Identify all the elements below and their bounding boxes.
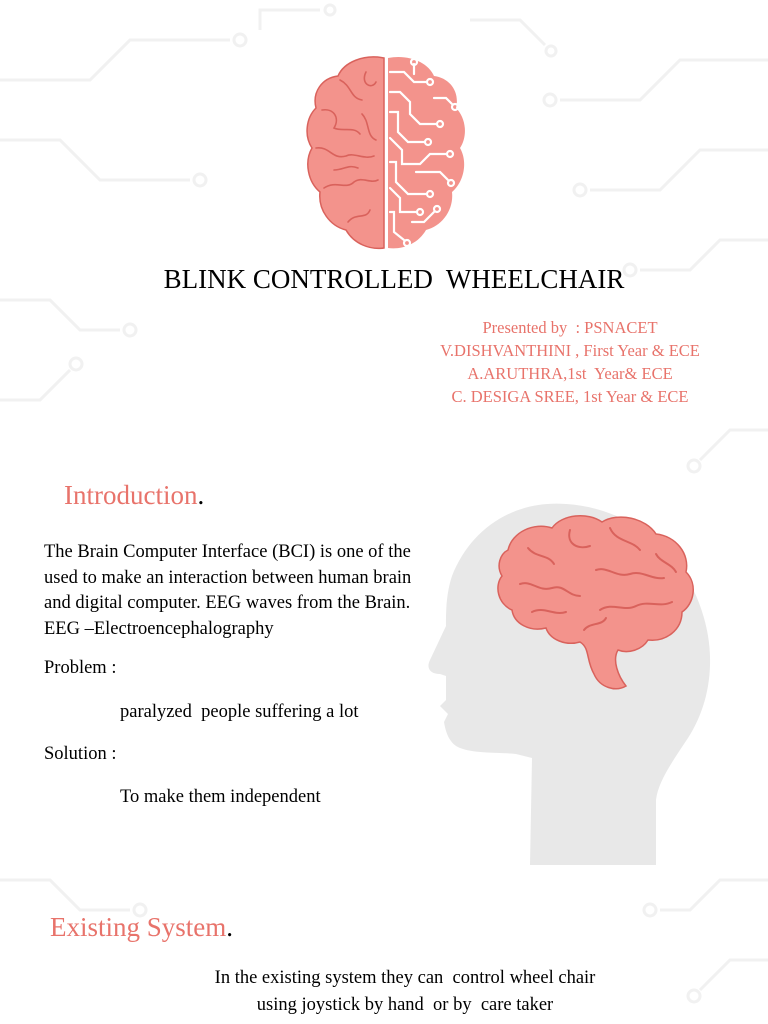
intro-line: EEG –Electroencephalography (44, 618, 274, 639)
problem-text: paralyzed people suffering a lot (120, 702, 359, 722)
head-brain-illustration (428, 503, 711, 865)
brain-circuit-logo (306, 56, 465, 250)
existing-line: In the existing system they can control … (214, 968, 596, 988)
presenter-line: V.DISHVANTHINI , First Year & ECE (440, 341, 700, 360)
heading-period: . (226, 912, 234, 942)
intro-line: used to make an interaction between huma… (44, 567, 412, 588)
solution-label: Solution : (44, 744, 117, 764)
presenter-line: C. DESIGA SREE, 1st Year & ECE (451, 387, 689, 406)
existing-system-heading-text: Existing System (50, 912, 227, 942)
intro-line: The Brain Computer Interface (BCI) is on… (44, 542, 411, 562)
existing-system-body: In the existing system they can control … (160, 965, 650, 1019)
introduction-heading: Introduction. (64, 480, 204, 511)
existing-system-heading: Existing System. (50, 912, 233, 943)
introduction-body: The Brain Computer Interface (BCI) is on… (44, 540, 484, 642)
presenter-line: A.ARUTHRA,1st Year& ECE (467, 364, 673, 383)
introduction-heading-text: Introduction (64, 480, 198, 510)
intro-line: and digital computer. EEG waves from the… (44, 593, 411, 613)
presenters-block: Presented by : PSNACET V.DISHVANTHINI , … (402, 316, 738, 408)
presentation-title: BLINK CONTROLLED WHEELCHAIR (163, 264, 625, 294)
solution-text: To make them independent (120, 787, 321, 807)
existing-line: using joystick by hand or by care taker (256, 995, 554, 1015)
problem-label: Problem : (44, 658, 117, 678)
heading-period: . (197, 480, 205, 510)
presenter-line: Presented by : PSNACET (482, 318, 658, 337)
